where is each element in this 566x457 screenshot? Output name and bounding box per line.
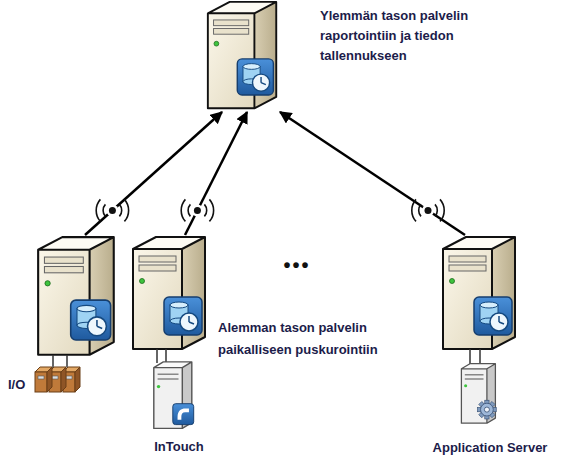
arrow-connector	[85, 112, 222, 235]
ellipsis-mark: •••	[262, 254, 332, 277]
wire	[156, 349, 158, 363]
node-label: Alemman tason palvelin paikalliseen pusk…	[218, 317, 418, 361]
server-group: Application Server	[420, 235, 560, 455]
server-icon	[208, 2, 276, 108]
server-group: Alemman tason palvelin paikalliseen pusk…	[130, 235, 420, 457]
server-icon	[133, 237, 205, 349]
node-label: Ylemmän tason palvelin raportointiin ja …	[320, 6, 505, 66]
client-computer-icon	[154, 362, 194, 429]
client-computer-icon	[461, 364, 496, 424]
server-group: Ylemmän tason palvelin raportointiin ja …	[205, 0, 505, 112]
arrow-connector	[185, 112, 247, 235]
wire	[66, 355, 68, 367]
connector-group	[280, 112, 465, 235]
wireless-symbol	[181, 199, 213, 221]
arrow-connector	[280, 112, 465, 235]
wire	[479, 349, 481, 365]
io-module-icon	[35, 367, 80, 392]
server-icon	[38, 237, 114, 355]
server-icon	[443, 237, 515, 349]
node-label: Application Server	[420, 440, 560, 456]
wire	[165, 349, 167, 362]
node-label: I/O	[8, 377, 34, 393]
server-illustration	[5, 235, 120, 400]
server-illustration	[420, 235, 560, 455]
node-label: InTouch	[134, 439, 224, 455]
wireless-symbol	[96, 199, 128, 221]
connector-group	[181, 112, 247, 235]
connector-group	[85, 112, 222, 235]
server-group: I/O	[5, 235, 120, 400]
wireless-symbol	[412, 199, 444, 221]
